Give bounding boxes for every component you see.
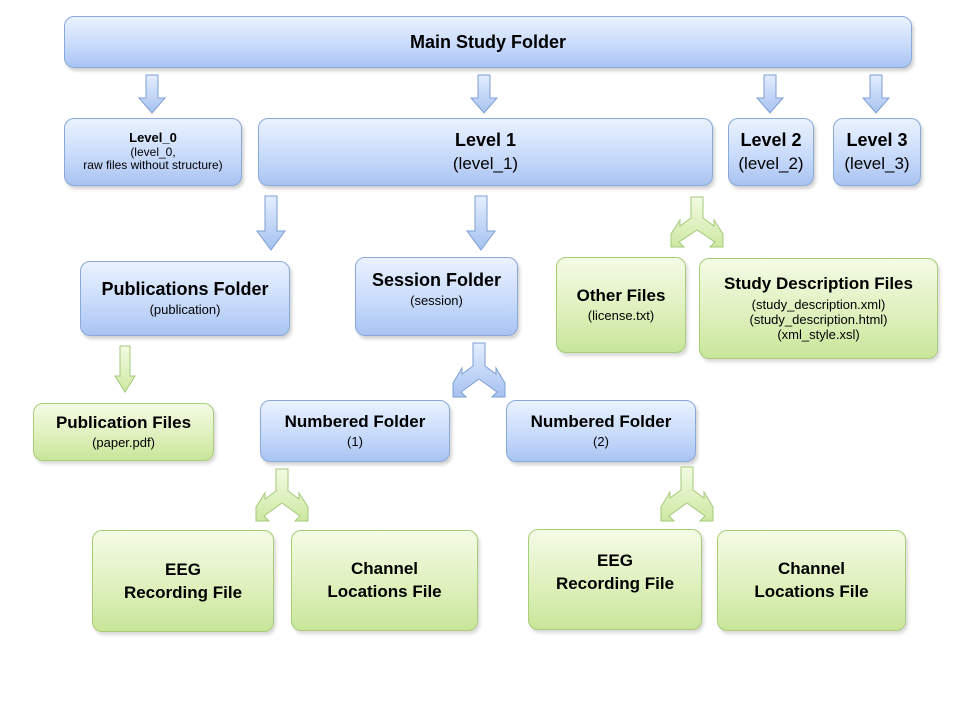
main-study-folder-box: Main Study Folder: [64, 16, 912, 68]
level1-box: Level 1 (level_1): [258, 118, 713, 186]
down-arrow-icon: [862, 74, 890, 114]
study-description-line: (xml_style.xsl): [777, 326, 860, 342]
eeg-recording-line1: EEG: [165, 559, 201, 579]
level2-title: Level 2: [740, 130, 802, 151]
fork-arrow-icon: [660, 466, 714, 522]
level0-title: Level_0: [129, 129, 177, 145]
eeg-recording-file-box: EEG Recording File: [528, 529, 702, 630]
level2-box: Level 2 (level_2): [728, 118, 814, 186]
eeg-recording-line2: Recording File: [123, 582, 243, 602]
down-arrow-icon: [470, 74, 498, 114]
level1-title: Level 1: [454, 130, 517, 151]
study-description-line: (study_description.xml): [751, 296, 886, 312]
numbered-folder-sub: (2): [593, 433, 609, 449]
study-description-line: (study_description.html): [749, 311, 888, 327]
down-arrow-icon: [256, 195, 286, 251]
channel-locations-line2: Locations File: [327, 582, 442, 601]
other-files-box: Other Files (license.txt): [556, 257, 686, 353]
numbered-folder-title: Numbered Folder: [284, 412, 426, 432]
down-arrow-icon: [466, 195, 496, 251]
fork-arrow-icon: [255, 468, 309, 522]
level0-line2: raw files without structure): [83, 158, 223, 173]
level3-sub: (level_3): [844, 154, 910, 174]
level3-title: Level 3: [846, 130, 908, 151]
other-files-sub: (license.txt): [587, 308, 655, 324]
publication-files-title: Publication Files: [55, 413, 192, 433]
publications-folder-sub: (publication): [149, 302, 221, 318]
level1-sub: (level_1): [452, 154, 519, 174]
eeg-recording-line1: EEG: [597, 551, 633, 571]
study-description-box: Study Description Files (study_descripti…: [699, 258, 938, 359]
level0-line1: (level_0,: [130, 144, 176, 159]
channel-locations-line1: Channel: [350, 559, 419, 579]
level3-box: Level 3 (level_3): [833, 118, 921, 186]
study-description-title: Study Description Files: [724, 274, 913, 294]
down-arrow-icon: [138, 74, 166, 114]
eeg-recording-line2: Recording File: [555, 574, 675, 593]
channel-locations-line2: Locations File: [754, 582, 869, 601]
publication-files-sub: (paper.pdf): [92, 434, 155, 450]
eeg-recording-file-box: EEG Recording File: [92, 530, 274, 632]
channel-locations-file-box: Channel Locations File: [291, 530, 478, 631]
numbered-folder-box: Numbered Folder (2): [506, 400, 696, 462]
publication-files-box: Publication Files (paper.pdf): [33, 403, 214, 461]
fork-arrow-icon: [670, 196, 724, 248]
publications-folder-box: Publications Folder (publication): [80, 261, 290, 336]
numbered-folder-box: Numbered Folder (1): [260, 400, 450, 462]
level0-box: Level_0 (level_0, raw files without stru…: [64, 118, 242, 186]
session-folder-sub: (session): [410, 293, 463, 309]
level2-sub: (level_2): [738, 154, 804, 174]
session-folder-title: Session Folder: [371, 269, 502, 290]
publications-folder-title: Publications Folder: [101, 278, 269, 299]
numbered-folder-sub: (1): [347, 433, 363, 449]
session-folder-box: Session Folder (session): [355, 257, 518, 336]
channel-locations-line1: Channel: [777, 559, 846, 579]
other-files-title: Other Files: [576, 285, 666, 305]
down-arrow-icon: [114, 345, 136, 393]
main-study-folder-title: Main Study Folder: [409, 31, 566, 52]
channel-locations-file-box: Channel Locations File: [717, 530, 906, 631]
down-arrow-icon: [756, 74, 784, 114]
fork-arrow-icon: [452, 342, 506, 398]
numbered-folder-title: Numbered Folder: [530, 412, 672, 432]
